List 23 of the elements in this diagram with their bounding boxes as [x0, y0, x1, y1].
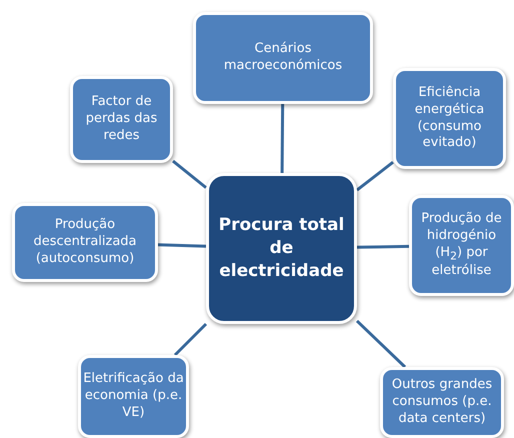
factor-box: [380, 367, 504, 438]
factor-label: Produção de hidrogénio (H$_{2}$) por eletrólise: [420, 210, 503, 280]
connector-line: [172, 160, 207, 189]
factor-box: [12, 203, 158, 282]
factor-label: Cenários macroeconómicos: [222, 41, 344, 75]
factor-box: [78, 355, 189, 438]
hub-title: Procura total de electricidade: [218, 214, 346, 283]
factor-label: Produção descentralizada (autoconsumo): [32, 217, 138, 268]
factor-box: [409, 195, 514, 296]
connector-line: [356, 244, 410, 249]
hub-box: [206, 173, 357, 324]
factor-label: Outros grandes consumos (p.e. data centers): [390, 377, 494, 428]
connector-line: [158, 243, 206, 248]
factor-label: Eletrificação da economia (p.e. VE): [83, 371, 184, 422]
factor-box: [70, 76, 173, 163]
connector-line: [356, 320, 406, 368]
factor-label: Eficiência energética (consumo evitado): [414, 84, 486, 152]
factor-box: [393, 68, 506, 169]
connector-line: [280, 104, 284, 174]
connector-line: [174, 322, 208, 356]
connector-line: [356, 161, 394, 192]
factor-box: [193, 12, 373, 104]
factor-label: Factor de perdas das redes: [84, 94, 158, 145]
